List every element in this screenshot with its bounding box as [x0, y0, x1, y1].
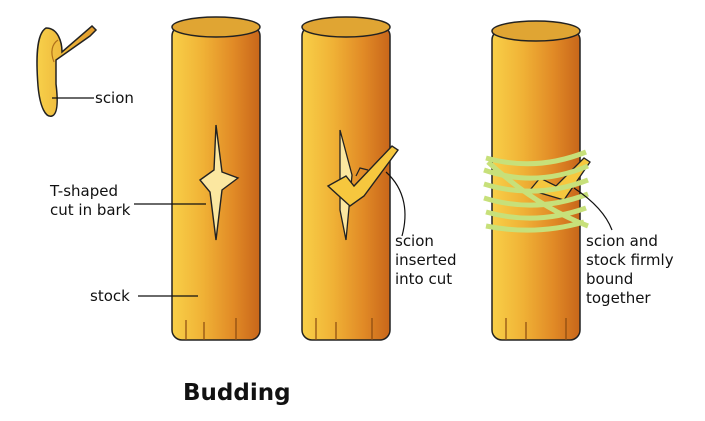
stock-t-cut	[172, 17, 260, 340]
stock-scion-inserted	[302, 17, 398, 340]
label-stock: stock	[90, 287, 130, 306]
label-scion: scion	[95, 89, 134, 108]
label-t-shaped-cut: T-shaped cut in bark	[50, 182, 130, 220]
label-bound-together: scion and stock firmly bound together	[586, 232, 674, 308]
label-scion-inserted: scion inserted into cut	[395, 232, 457, 289]
diagram-title: Budding	[183, 380, 291, 406]
scion-piece	[37, 26, 96, 116]
stock-bound	[484, 21, 590, 340]
